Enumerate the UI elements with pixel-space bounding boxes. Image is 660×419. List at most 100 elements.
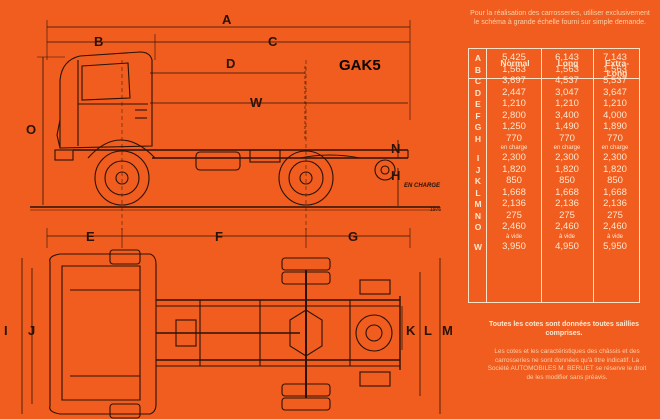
scale-label: 1976 [430, 207, 442, 213]
table-cell-long: 1,820 [555, 163, 579, 175]
table-divider [486, 49, 488, 302]
table-cell-normal: 1,563 [502, 63, 526, 75]
row-letter: D [474, 87, 482, 98]
column-header-long: Long [557, 58, 579, 68]
dim-label-m: M [442, 323, 453, 338]
table-divider [593, 49, 595, 302]
en-charge-label: EN CHARGE [404, 183, 441, 189]
table-cell-extra: 1,210 [603, 98, 627, 109]
plan-view-chassis [21, 228, 441, 419]
table-cell-extra: 4,000 [603, 109, 627, 121]
table-cell-normal: 3,950 [502, 240, 526, 252]
table-cell-long: 850 [559, 175, 575, 186]
table-cell-long: 1,563 [555, 63, 579, 75]
row-letter: J [475, 164, 481, 175]
dim-label-k: K [406, 323, 416, 338]
table-cell-normal: 2,300 [502, 152, 526, 163]
row-letter: W [473, 241, 483, 252]
table-cell-long: 4,950 [555, 240, 579, 252]
dim-label-n: N [391, 141, 401, 156]
table-cell-normal: en charge [500, 145, 528, 151]
table-cell-normal: 1,210 [502, 98, 526, 109]
table-cell-long: 275 [559, 209, 575, 221]
dim-label-o: O [26, 122, 37, 137]
row-letter: L [475, 187, 481, 198]
table-cell-normal: 1,668 [502, 186, 526, 198]
table-divider [541, 49, 543, 302]
table-cell-long: 3,400 [555, 109, 579, 121]
table-cell-extra: 1,563 [603, 63, 627, 75]
table-cell-long: 770 [559, 132, 575, 144]
dim-label-w: W [250, 95, 263, 110]
dim-label-i: I [4, 323, 8, 338]
table-cell-normal: 770 [506, 132, 522, 144]
footnote-small: Les cotes et les caractéristiques des ch… [487, 348, 647, 381]
dim-label-a: A [222, 12, 232, 27]
row-letter: K [474, 176, 482, 186]
dim-label-h: H [391, 168, 401, 183]
column-header-extra-long: Extra-Long [604, 58, 630, 78]
table-cell-long: 1,210 [555, 98, 579, 109]
dim-label-b: B [94, 34, 104, 49]
side-view-truck [30, 20, 440, 230]
row-letter: C [474, 76, 482, 86]
table-cell-extra: 1,668 [603, 186, 627, 198]
table-cell-normal: 1,820 [502, 163, 526, 175]
dim-label-c: C [268, 34, 278, 49]
table-cell-long: 2,460 [555, 221, 579, 232]
table-cell-long: 4,537 [555, 75, 579, 86]
table-cell-normal: 2,447 [502, 86, 526, 98]
row-letter: I [476, 153, 480, 163]
row-letter: O [474, 222, 482, 232]
table-cell-extra: 7,143 [603, 52, 627, 63]
row-letter: M [474, 199, 482, 209]
table-cell-long: 6,143 [555, 52, 579, 63]
table-cell-extra: 770 [607, 132, 623, 144]
table-cell-long: 1,490 [555, 121, 579, 132]
row-letter: N [474, 210, 482, 221]
model-name: GAK5 [339, 57, 381, 74]
table-cell-long: en charge [553, 145, 581, 151]
dim-label-l: L [424, 323, 432, 338]
row-letter: B [474, 64, 482, 75]
column-header-normal: Normal [500, 58, 530, 68]
row-letter: E [475, 99, 481, 109]
table-cell-extra: 2,460 [603, 221, 627, 232]
dim-label-f: F [215, 229, 223, 244]
footnote-bold: Toutes les cotes sont données toutes sai… [488, 321, 640, 337]
row-letter: F [475, 110, 481, 121]
table-cell-extra: 5,950 [603, 240, 627, 252]
table-cell-extra: 850 [607, 175, 623, 186]
table-cell-extra: 3,647 [603, 86, 627, 98]
table-cell-normal: 5,425 [502, 52, 526, 63]
table-cell-extra: 1,820 [603, 163, 627, 175]
table-cell-normal: 850 [506, 175, 522, 186]
table-cell-normal: 275 [506, 209, 522, 221]
table-cell-extra: 1,890 [603, 121, 627, 132]
table-cell-long: 3,047 [555, 86, 579, 98]
table-cell-long: 2,300 [555, 152, 579, 163]
table-cell-extra: 5,537 [603, 75, 627, 86]
row-letter: G [474, 122, 482, 132]
table-cell-normal: 3,697 [502, 75, 526, 86]
row-letter: A [474, 53, 482, 63]
table-cell-normal: 1,250 [502, 121, 526, 132]
table-cell-normal: 2,800 [502, 109, 526, 121]
dim-label-d: D [226, 56, 236, 71]
dim-label-j: J [28, 323, 36, 338]
table-cell-normal: à vide [505, 233, 522, 240]
note-top: Pour la réalisation des carrosseries, ut… [470, 10, 650, 26]
table-cell-extra: 275 [607, 209, 623, 221]
table-cell-extra: 2,136 [603, 198, 627, 209]
table-header-divider [469, 78, 639, 80]
row-letter: H [474, 133, 482, 144]
table-cell-extra: en charge [601, 145, 629, 151]
table-cell-extra: 2,300 [603, 152, 627, 163]
table-cell-long: 1,668 [555, 186, 579, 198]
dim-label-e: E [86, 229, 95, 244]
table-cell-long: 2,136 [555, 198, 579, 209]
table-cell-normal: 2,136 [502, 198, 526, 209]
